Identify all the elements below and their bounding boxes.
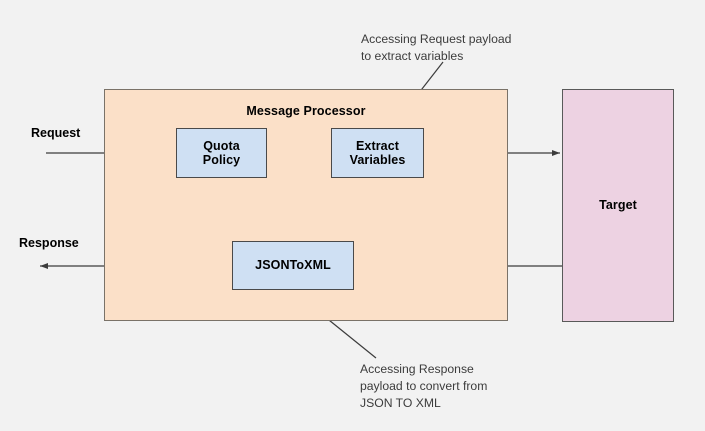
request-annotation-text: Accessing Request payload to extract var… xyxy=(361,32,512,63)
quota-policy-box[interactable]: Quota Policy xyxy=(176,128,267,178)
target-box[interactable]: Target xyxy=(562,89,674,322)
extract-variables-box[interactable]: Extract Variables xyxy=(331,128,424,178)
message-processor-label: Message Processor xyxy=(246,104,366,118)
jsontoxml-box[interactable]: JSONToXML xyxy=(232,241,354,290)
response-label: Response xyxy=(19,236,79,250)
response-annotation-text: Accessing Response payload to convert fr… xyxy=(360,362,488,410)
request-label: Request xyxy=(31,126,81,140)
